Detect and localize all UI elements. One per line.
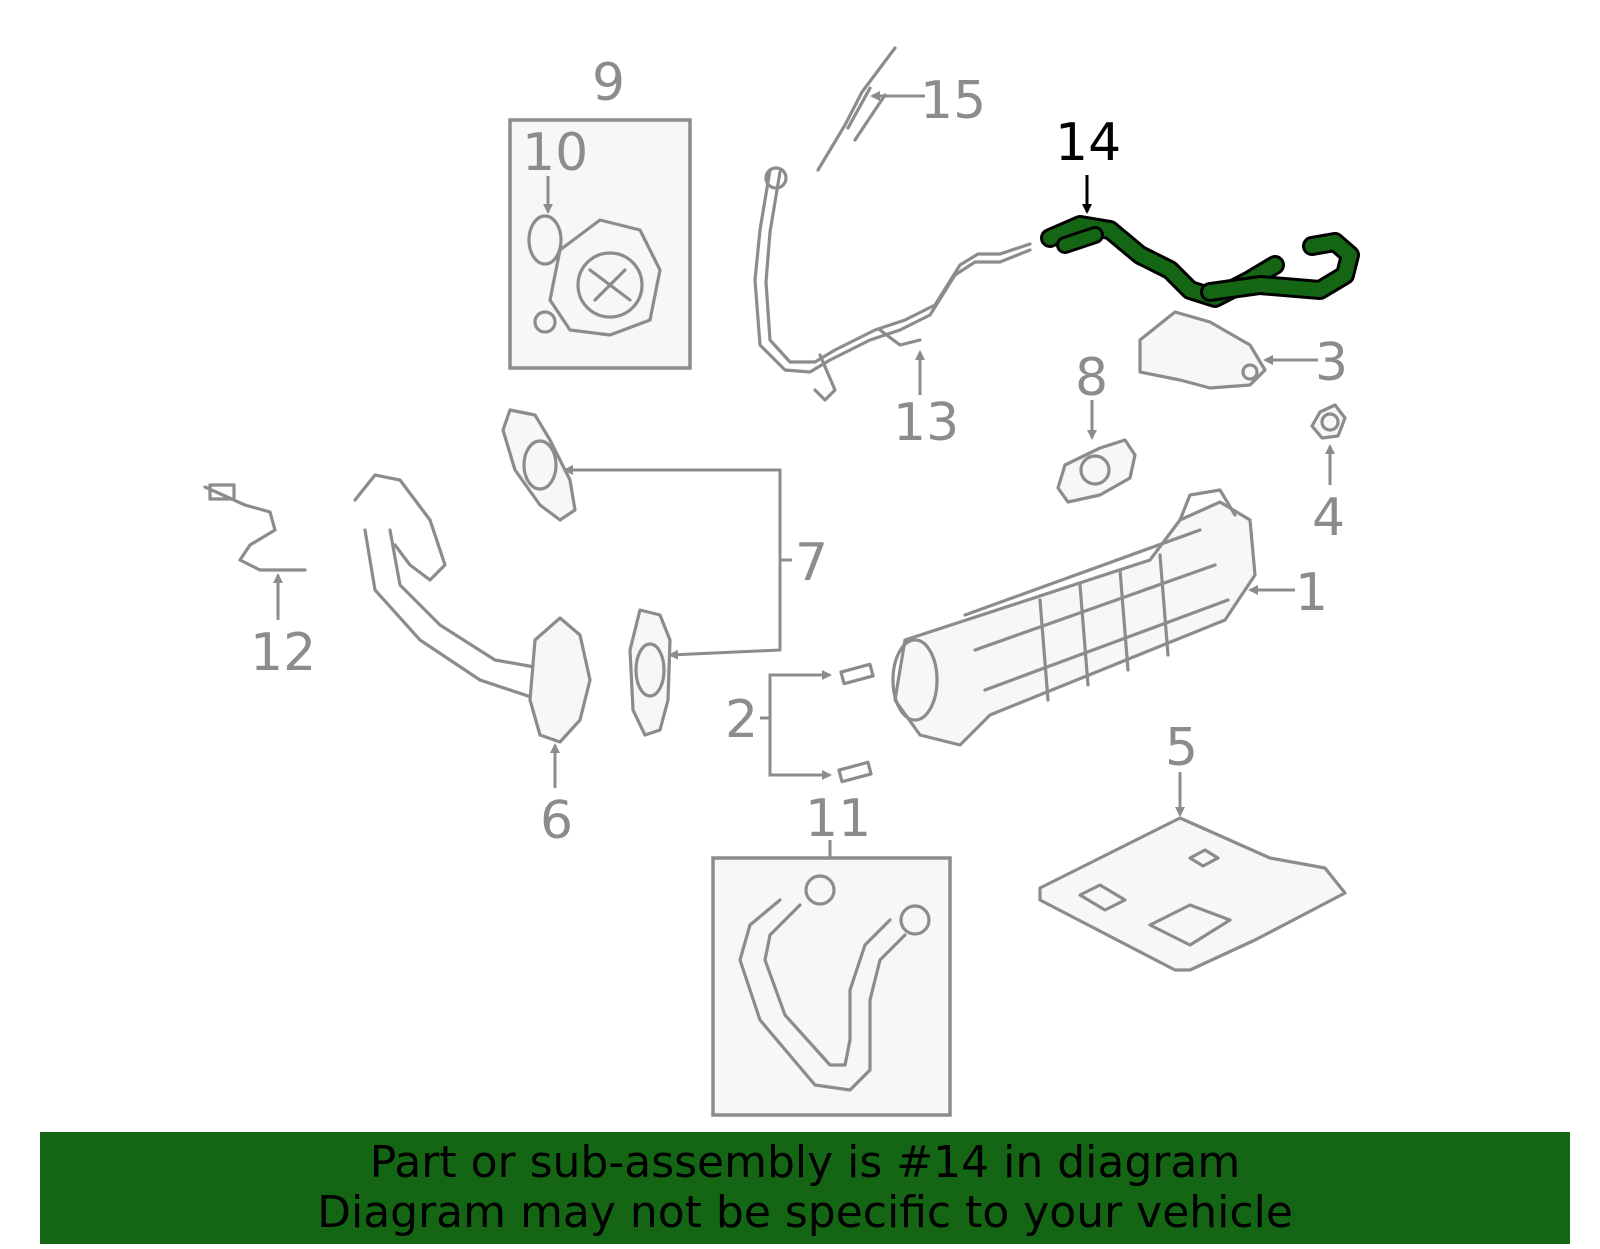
part-13-pipe[interactable] [753, 166, 1032, 402]
part-3-bracket[interactable] [1138, 310, 1318, 390]
part-11-hose-kit[interactable] [711, 840, 952, 1117]
banner-line-2: Diagram may not be specific to your vehi… [317, 1187, 1293, 1238]
callout-3: 3 [1315, 333, 1348, 393]
part-5-shield[interactable] [1038, 772, 1347, 972]
callout-8: 8 [1075, 348, 1108, 408]
banner-line-1: Part or sub-assembly is #14 in diagram [369, 1137, 1241, 1188]
part-14-hose-highlighted[interactable] [1040, 175, 1360, 308]
callout-11: 11 [805, 789, 871, 849]
part-2-studs[interactable] [760, 662, 875, 784]
callout-6: 6 [540, 791, 573, 851]
callout-5: 5 [1165, 718, 1198, 778]
part-7-gaskets[interactable] [501, 408, 792, 737]
part-9-throttle-assembly[interactable] [508, 118, 692, 370]
callout-9: 9 [592, 53, 625, 113]
part-12-sensor[interactable] [203, 483, 307, 620]
callout-15: 15 [920, 71, 986, 131]
part-8-gasket[interactable] [1056, 400, 1137, 504]
part-4-nut[interactable] [1310, 403, 1347, 485]
callout-4: 4 [1312, 488, 1345, 548]
part-6-egr-pipe[interactable] [353, 473, 592, 788]
callout-12: 12 [250, 623, 316, 683]
callout-2: 2 [725, 690, 758, 750]
callout-10: 10 [522, 123, 588, 183]
callout-7: 7 [795, 533, 828, 593]
parts-diagram: 1 2 3 4 5 6 7 8 9 10 11 12 13 14 15 [203, 46, 1360, 1117]
callout-13: 13 [893, 393, 959, 453]
callout-14: 14 [1055, 113, 1121, 173]
callout-1: 1 [1295, 563, 1328, 623]
part-15-sensor[interactable] [816, 46, 925, 172]
info-banner: Part or sub-assembly is #14 in diagram D… [40, 1132, 1570, 1244]
part-1-egr-cooler[interactable] [891, 488, 1295, 747]
